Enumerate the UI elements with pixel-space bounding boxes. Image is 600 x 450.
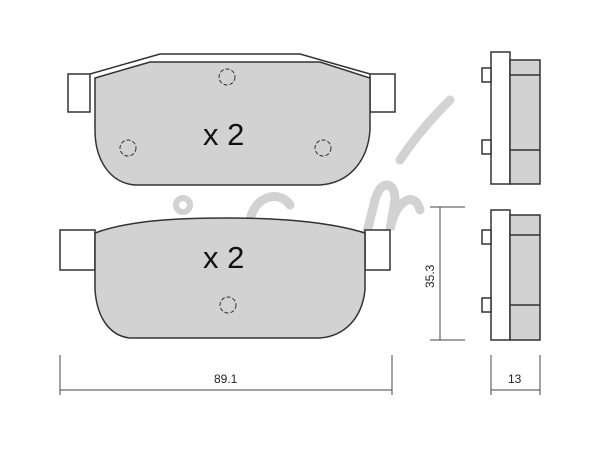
friction-material-bottom xyxy=(94,217,366,339)
side-friction-bottom xyxy=(509,214,541,341)
circle-hole-icon xyxy=(314,139,332,157)
side-friction-top xyxy=(509,59,541,185)
height-dimension-label: 35.3 xyxy=(423,264,437,288)
brake-pad-bottom: x 2 xyxy=(59,217,391,339)
quantity-label-bottom: x 2 xyxy=(203,240,244,275)
watermark-swoosh xyxy=(395,95,455,165)
height-dimension xyxy=(430,206,465,341)
side-clip-bottom-lower xyxy=(481,297,492,313)
brake-pad-top: x 2 xyxy=(67,53,396,186)
side-clip-top-lower xyxy=(481,139,492,155)
watermark-stroke-m xyxy=(355,180,425,265)
circle-hole-icon xyxy=(219,296,237,314)
thickness-dimension xyxy=(490,355,541,395)
side-clip-top-upper xyxy=(481,67,492,83)
watermark-text: cifam xyxy=(0,0,3,1)
side-view-bottom xyxy=(481,209,541,341)
side-clip-bottom-upper xyxy=(481,229,492,245)
watermark-dot-i xyxy=(173,195,193,215)
circle-hole-icon xyxy=(119,139,137,157)
quantity-label-top: x 2 xyxy=(203,117,244,152)
circle-hole-icon xyxy=(218,68,236,86)
side-view-top xyxy=(481,51,541,185)
width-dimension xyxy=(59,355,393,395)
width-dimension-label: 89.1 xyxy=(214,372,238,386)
side-backing-plate-bottom xyxy=(490,209,511,341)
friction-material-top xyxy=(94,61,371,186)
thickness-dimension-label: 13 xyxy=(508,372,522,386)
side-backing-plate-top xyxy=(490,51,511,185)
